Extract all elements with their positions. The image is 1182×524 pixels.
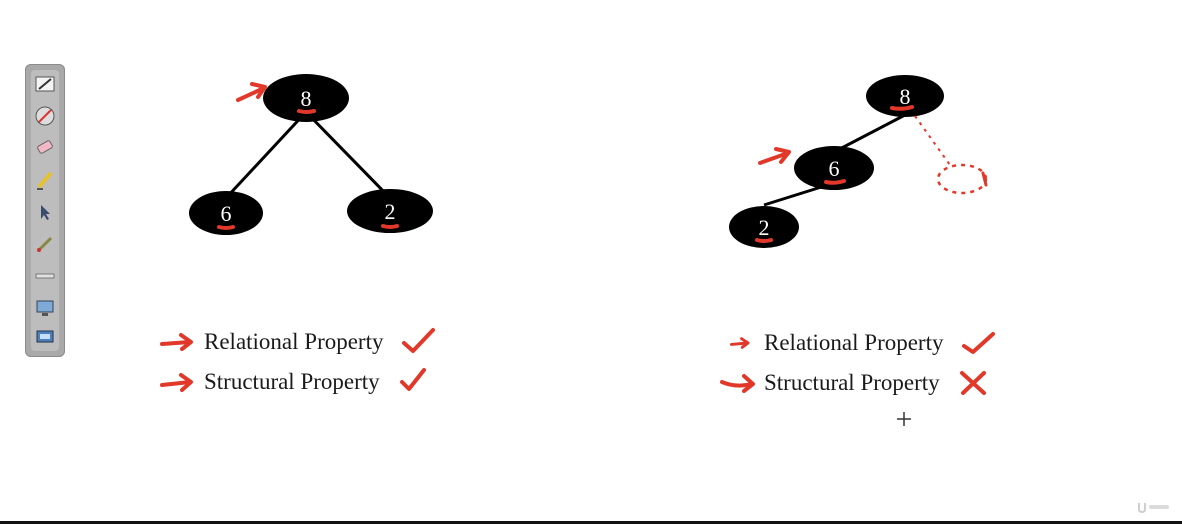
- no-pen-tool[interactable]: [33, 104, 57, 128]
- crosshair-cursor-icon: [897, 412, 911, 426]
- right-tree: 8 6 2: [729, 75, 988, 248]
- ruler-pencil-tool[interactable]: [33, 72, 57, 96]
- left-node-left-child: 6: [189, 191, 263, 235]
- red-arrow-icon: [730, 337, 750, 349]
- line-icon: [35, 273, 55, 279]
- right-node-child: 6: [794, 146, 874, 190]
- left-edge-root-left: [224, 110, 308, 200]
- no-pen-icon: [35, 106, 55, 126]
- right-structural-label: Structural Property: [764, 370, 940, 395]
- eraser-tool[interactable]: [33, 136, 57, 160]
- check-icon: [961, 332, 995, 354]
- red-arrow-icon: [160, 373, 193, 392]
- right-edge-root-child: [833, 113, 906, 154]
- pointer-icon: [41, 205, 50, 220]
- left-root-annotation-arrow: [236, 82, 267, 102]
- check-icon: [399, 368, 426, 391]
- right-structural-row: Structural Property: [720, 368, 992, 398]
- bottom-border: [0, 521, 1182, 524]
- left-root-label: 8: [301, 86, 312, 111]
- left-node-right-child: 2: [347, 189, 433, 233]
- left-left-child-label: 6: [221, 201, 232, 226]
- annotation-toolbar: [25, 64, 65, 357]
- left-edge-root-right: [304, 110, 392, 200]
- line-tool[interactable]: [33, 264, 57, 288]
- pen-tool[interactable]: [33, 232, 57, 256]
- red-arrow-icon: [720, 374, 755, 393]
- watermark-logo-icon: [1138, 503, 1169, 514]
- left-structural-row: Structural Property: [160, 367, 432, 397]
- highlighter-icon: [37, 171, 53, 190]
- pointer-tool[interactable]: [33, 200, 57, 224]
- missing-node-dotted-circle: [936, 163, 988, 195]
- left-relational-row: Relational Property: [160, 327, 436, 357]
- right-child-annotation-arrow: [758, 147, 791, 165]
- red-arrow-icon: [160, 333, 193, 351]
- right-child-label: 6: [829, 156, 840, 181]
- presentation-icon: [36, 330, 54, 343]
- right-root-label: 8: [900, 84, 911, 109]
- right-node-grandchild: 2: [729, 206, 799, 248]
- right-relational-label: Relational Property: [764, 330, 944, 355]
- left-structural-label: Structural Property: [204, 369, 380, 394]
- eraser-icon: [37, 140, 53, 154]
- left-right-child-label: 2: [385, 199, 396, 224]
- right-node-root: 8: [866, 75, 944, 117]
- missing-edge-dotted: [914, 115, 951, 166]
- right-relational-row: Relational Property: [720, 328, 996, 358]
- left-tree: 8 6 2: [189, 74, 433, 235]
- screen-capture-tool[interactable]: [33, 296, 57, 320]
- pen-icon: [37, 236, 53, 252]
- left-relational-label: Relational Property: [204, 329, 384, 354]
- presentation-tool[interactable]: [33, 326, 57, 350]
- left-node-root: 8: [263, 74, 349, 122]
- highlighter-tool[interactable]: [33, 168, 57, 192]
- right-grandchild-label: 2: [759, 215, 770, 240]
- cross-icon: [959, 371, 986, 395]
- ruler-pencil-icon: [35, 76, 55, 92]
- check-icon: [401, 328, 435, 353]
- screen-capture-icon: [36, 300, 54, 316]
